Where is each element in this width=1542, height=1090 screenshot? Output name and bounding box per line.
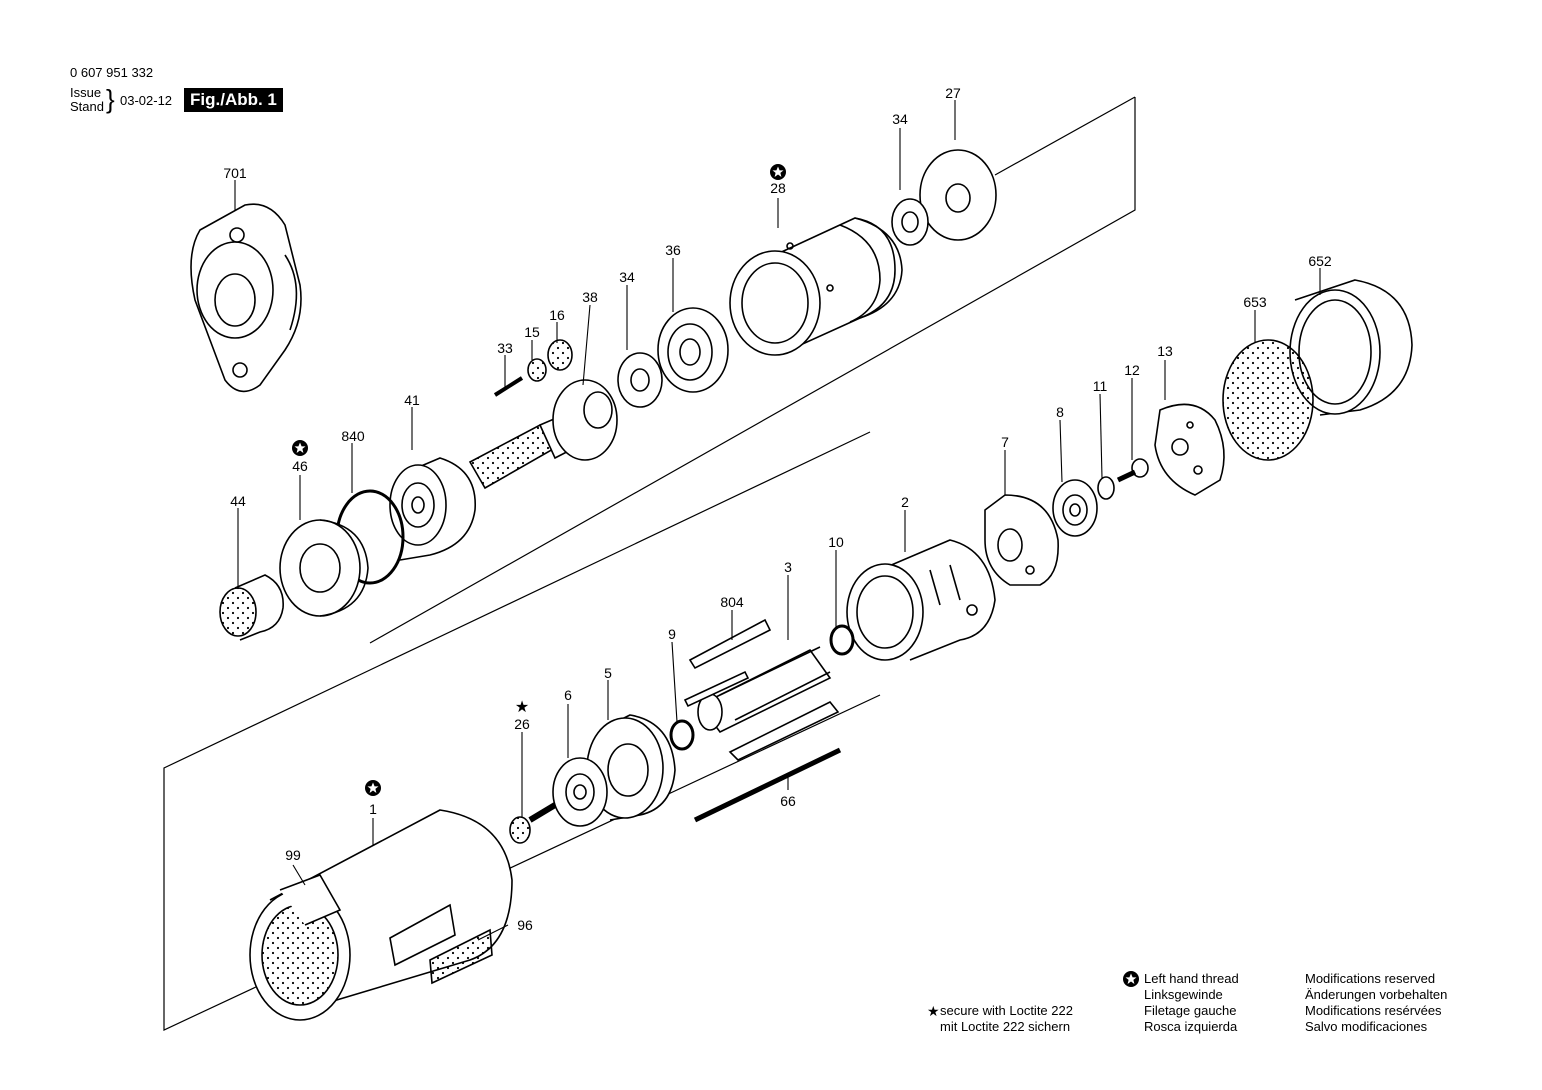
lh-thread-de: Linksgewinde	[1144, 987, 1223, 1002]
part-11-washer	[1097, 476, 1115, 500]
part-10-circlip	[829, 624, 855, 656]
callout-5: 5	[604, 665, 612, 681]
loctite-note: secure with Loctite 222 mit Loctite 222 …	[940, 1003, 1073, 1035]
callout-38: 38	[582, 289, 598, 305]
part-12-screw	[1116, 458, 1149, 483]
part-701-flange	[190, 203, 302, 393]
part-27-washer	[919, 149, 997, 241]
callout-16: 16	[549, 307, 565, 323]
callout-12: 12	[1124, 362, 1140, 378]
callout-27: 27	[945, 85, 961, 101]
part-46-threaded-ring	[279, 519, 369, 617]
part-804-vanes	[683, 618, 840, 761]
part-13-end-plate	[1154, 403, 1225, 496]
modifications-es: Salvo modificaciones	[1305, 1019, 1428, 1034]
part-1-housing	[249, 809, 513, 1021]
callout-1: 1	[369, 801, 377, 817]
callout-7: 7	[1001, 434, 1009, 450]
modifications-de: Änderungen vorbehalten	[1305, 987, 1448, 1002]
part-96-label	[429, 928, 493, 985]
callout-66: 66	[780, 793, 796, 809]
part-66-pin	[693, 747, 842, 823]
part-38-spindle	[468, 379, 618, 490]
callout-11: 11	[1093, 378, 1108, 394]
modifications-note: Modifications reserved Änderungen vorbeh…	[1305, 971, 1447, 1035]
part-41-bearing	[389, 457, 476, 561]
figure-label: Fig./Abb. 1	[184, 88, 283, 112]
part-2-cylinder	[846, 539, 996, 661]
modifications-fr: Modifications resérvées	[1305, 1003, 1442, 1018]
issue-date: 03-02-12	[120, 93, 173, 108]
part-653-filter	[1222, 339, 1314, 461]
callout-2: 2	[901, 494, 909, 510]
part-44-sleeve	[219, 574, 284, 641]
part-16-gear	[547, 339, 573, 371]
lh-thread-fr: Filetage gauche	[1144, 1003, 1237, 1018]
part-26-pinion	[509, 802, 557, 844]
callout-33: 33	[497, 340, 513, 356]
callout-41: 41	[404, 392, 420, 408]
callout-6: 6	[564, 687, 572, 703]
callout-26: 26	[514, 716, 530, 732]
part-28-cylinder	[729, 217, 903, 356]
callout-3: 3	[784, 559, 792, 575]
lh-thread-es: Rosca izquierda	[1144, 1019, 1238, 1034]
callout-13: 13	[1157, 343, 1173, 359]
left-hand-thread-icon	[365, 780, 381, 796]
part-number: 0 607 951 332	[70, 65, 154, 80]
callout-36: 36	[665, 242, 681, 258]
modifications-en: Modifications reserved	[1305, 971, 1436, 986]
callout-653: 653	[1243, 294, 1267, 310]
part-8-bearing	[1052, 479, 1098, 537]
issue-label: Issue	[70, 85, 102, 100]
callout-34: 34	[892, 111, 908, 127]
part-652-cap	[1289, 279, 1413, 416]
left-hand-thread-note: Left hand thread Linksgewinde Filetage g…	[1144, 971, 1239, 1035]
assembly-frame-upper-top	[994, 96, 1136, 176]
callout-701: 701	[223, 165, 247, 181]
loctite-star-icon: ★	[515, 699, 529, 716]
brace-glyph: }	[106, 84, 115, 114]
part-15-gear	[527, 358, 547, 382]
callout-10: 10	[828, 534, 844, 550]
loctite-note-en: secure with Loctite 222	[940, 1003, 1073, 1018]
stand-label: Stand	[70, 99, 104, 114]
assembly-frame-lower	[163, 431, 881, 1031]
callout-15: 15	[524, 324, 540, 340]
loctite-star-icon: ★	[927, 1003, 940, 1019]
callout-840: 840	[341, 428, 365, 444]
callout-9: 9	[668, 626, 676, 642]
part-9-circlip	[669, 719, 695, 751]
callout-44: 44	[230, 493, 246, 509]
callout-8: 8	[1056, 404, 1064, 420]
part-33-pin	[493, 376, 524, 397]
callout-652: 652	[1308, 253, 1332, 269]
callout-99: 99	[285, 847, 301, 863]
leader-lines	[234, 100, 1321, 941]
lh-thread-en: Left hand thread	[1144, 971, 1239, 986]
part-34-washer-lower	[617, 352, 663, 408]
loctite-note-de: mit Loctite 222 sichern	[940, 1019, 1071, 1034]
part-5-end-plate	[586, 714, 676, 821]
part-34-washer-upper	[891, 198, 929, 246]
callout-34: 34	[619, 269, 635, 285]
part-7-end-plate	[984, 494, 1059, 586]
part-3-rotor	[697, 646, 832, 734]
assembly-frame-upper	[369, 97, 1136, 644]
callout-804: 804	[720, 594, 744, 610]
callout-96: 96	[517, 917, 533, 933]
left-hand-thread-icon	[770, 164, 786, 180]
callout-46: 46	[292, 458, 308, 474]
left-hand-thread-icon	[1123, 971, 1139, 987]
part-36-bearing	[657, 307, 729, 393]
callout-28: 28	[770, 180, 786, 196]
part-6-bearing	[552, 757, 608, 827]
left-hand-thread-icon	[292, 440, 308, 456]
